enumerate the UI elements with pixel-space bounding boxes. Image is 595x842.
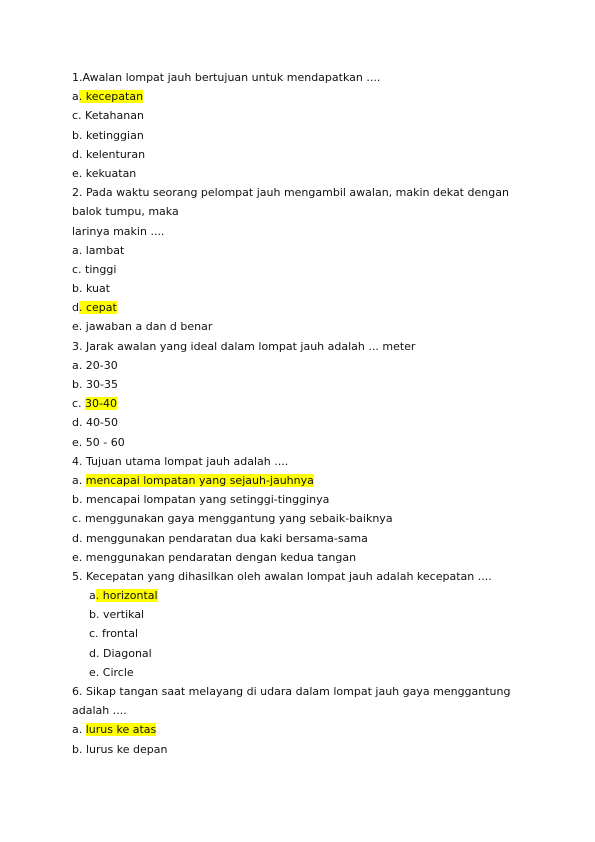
quiz-content: 1.Awalan lompat jauh bertujuan untuk men… [72, 68, 532, 759]
option-label: d. 40-50 [72, 416, 118, 430]
question-1-line-1: 1.Awalan lompat jauh bertujuan untuk men… [72, 71, 381, 84]
option-label: e. 50 - 60 [72, 435, 125, 449]
question-2-line-1: 2. Pada waktu seorang pelompat jauh meng… [72, 186, 509, 200]
highlighted-answer: lurus ke atas [85, 723, 157, 737]
option-label: c. menggunakan gaya menggantung yang seb… [72, 512, 393, 526]
question-3-line-1: 3. Jarak awalan yang ideal dalam lompat … [72, 339, 416, 353]
option-label: a [89, 589, 96, 603]
question-1-option-1: a. kecepatan [72, 87, 532, 106]
question-6-option-2: b. lurus ke depan [72, 740, 532, 759]
question-4-option-3: c. menggunakan gaya menggantung yang seb… [72, 509, 532, 528]
question-2-option-1: a. lambat [72, 241, 532, 260]
option-label: a. [72, 473, 86, 487]
question-4-option-2: b. mencapai lompatan yang setinggi-tingg… [72, 490, 532, 509]
question-3-option-2: b. 30-35 [72, 375, 532, 394]
option-label: b. mencapai lompatan yang setinggi-tingg… [72, 493, 330, 507]
question-2-option-5: e. jawaban a dan d benar [72, 317, 532, 336]
option-label: a. 20-30 [72, 358, 118, 372]
question-1-option-3: b. ketinggian [72, 126, 532, 145]
option-label: c. frontal [89, 627, 139, 641]
question-3-option-4: d. 40-50 [72, 413, 532, 432]
question-2-option-3: b. kuat [72, 279, 532, 298]
question-1-option-5: e. kekuatan [72, 164, 532, 183]
option-label: a. lambat [72, 243, 125, 257]
option-label: d. menggunakan pendaratan dua kaki bersa… [72, 531, 368, 545]
question-3-option-1: a. 20-30 [72, 356, 532, 375]
option-label: b. ketinggian [72, 128, 144, 142]
question-2-line-3: larinya makin .... [72, 224, 165, 238]
question-1-option-2: c. Ketahanan [72, 106, 532, 125]
question-4-option-4: d. menggunakan pendaratan dua kaki bersa… [72, 529, 532, 548]
option-label: b. vertikal [89, 608, 145, 622]
question-6-line-1: 6. Sikap tangan saat melayang di udara d… [72, 685, 511, 698]
question-2-option-2: c. tinggi [72, 260, 532, 279]
question-5-option-5: e. Circle [72, 663, 532, 682]
option-label: c. Ketahanan [72, 109, 144, 123]
option-label: d [72, 301, 79, 315]
question-6-option-1: a. lurus ke atas [72, 720, 532, 739]
option-label: b. kuat [72, 282, 111, 296]
question-4-line-1: 4. Tujuan utama lompat jauh adalah .... [72, 454, 289, 468]
option-label: e. Circle [89, 665, 134, 679]
question-6-line-2: adalah .... [72, 704, 127, 718]
question-3-option-5: e. 50 - 60 [72, 433, 532, 452]
question-3-option-3: c. 30-40 [72, 394, 532, 413]
option-label: e. jawaban a dan d benar [72, 320, 213, 334]
option-label: c. [72, 397, 86, 411]
question-5-option-4: d. Diagonal [72, 644, 532, 663]
question-5-line-1: 5. Kecepatan yang dihasilkan oleh awalan… [72, 569, 492, 583]
option-label: a [72, 90, 79, 104]
option-label: e. menggunakan pendaratan dengan kedua t… [72, 550, 357, 564]
highlighted-answer: 30-40 [85, 397, 118, 411]
highlighted-answer: . cepat [78, 301, 117, 315]
question-4-option-5: e. menggunakan pendaratan dengan kedua t… [72, 548, 532, 567]
option-label: b. 30-35 [72, 378, 118, 391]
option-label: d. kelenturan [72, 147, 146, 161]
question-5-option-1: a. horizontal [72, 586, 532, 605]
question-4-option-1: a. mencapai lompatan yang sejauh-jauhnya [72, 471, 532, 490]
question-5-option-2: b. vertikal [72, 605, 532, 624]
option-label: b. lurus ke depan [72, 742, 168, 756]
question-1-option-4: d. kelenturan [72, 145, 532, 164]
question-5-option-3: c. frontal [72, 624, 532, 643]
question-2-option-4: d. cepat [72, 298, 532, 317]
highlighted-answer: . horizontal [95, 589, 158, 603]
option-label: e. kekuatan [72, 166, 137, 180]
option-label: a. [72, 723, 86, 737]
option-label: d. Diagonal [89, 646, 152, 660]
highlighted-answer: . kecepatan [78, 90, 144, 104]
question-2-line-2: balok tumpu, maka [72, 205, 179, 219]
highlighted-answer: mencapai lompatan yang sejauh-jauhnya [85, 473, 314, 487]
option-label: c. tinggi [72, 262, 117, 276]
